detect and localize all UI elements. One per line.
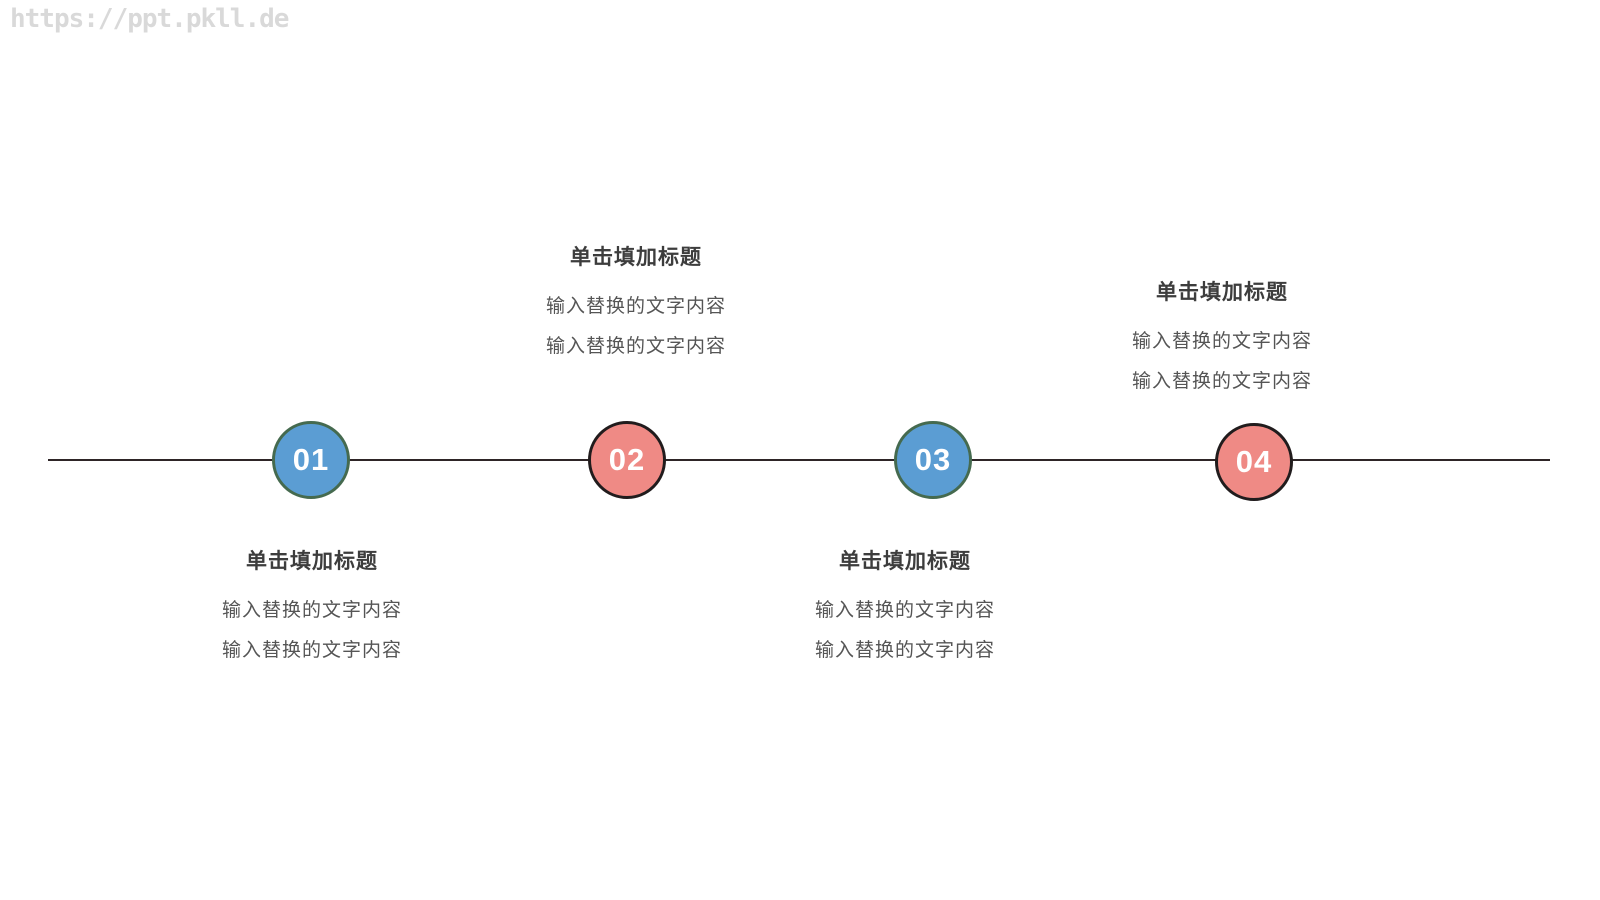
timeline-node-02[interactable]: 02 [588, 421, 666, 499]
textblock-01[interactable]: 单击填加标题 输入替换的文字内容 输入替换的文字内容 [172, 548, 452, 677]
watermark: https://ppt.pkll.de [10, 4, 289, 34]
textblock-02-line-1: 输入替换的文字内容 [545, 296, 726, 317]
textblock-01-line-1: 输入替换的文字内容 [221, 600, 402, 621]
textblock-02-line-2: 输入替换的文字内容 [545, 336, 726, 357]
timeline-node-02-number: 02 [608, 442, 646, 477]
textblock-04-title[interactable]: 单击填加标题 [1156, 281, 1288, 304]
timeline-node-01-number: 01 [292, 442, 330, 477]
timeline-axis-line [48, 459, 1550, 461]
textblock-04-line-2: 输入替换的文字内容 [1131, 371, 1312, 392]
textblock-01-line-2: 输入替换的文字内容 [221, 640, 402, 661]
timeline-node-03[interactable]: 03 [894, 421, 972, 499]
textblock-03[interactable]: 单击填加标题 输入替换的文字内容 输入替换的文字内容 [765, 548, 1045, 677]
textblock-01-title[interactable]: 单击填加标题 [246, 550, 378, 573]
textblock-03-line-1: 输入替换的文字内容 [814, 600, 995, 621]
textblock-03-line-2: 输入替换的文字内容 [814, 640, 995, 661]
textblock-02[interactable]: 单击填加标题 输入替换的文字内容 输入替换的文字内容 [496, 244, 776, 373]
textblock-04[interactable]: 单击填加标题 输入替换的文字内容 输入替换的文字内容 [1082, 279, 1362, 408]
textblock-04-line-1: 输入替换的文字内容 [1131, 331, 1312, 352]
textblock-03-title[interactable]: 单击填加标题 [839, 550, 971, 573]
timeline-node-01[interactable]: 01 [272, 421, 350, 499]
textblock-02-title[interactable]: 单击填加标题 [570, 246, 702, 269]
timeline-node-03-number: 03 [914, 442, 952, 477]
timeline-node-04-number: 04 [1235, 444, 1273, 479]
timeline-node-04[interactable]: 04 [1215, 423, 1293, 501]
